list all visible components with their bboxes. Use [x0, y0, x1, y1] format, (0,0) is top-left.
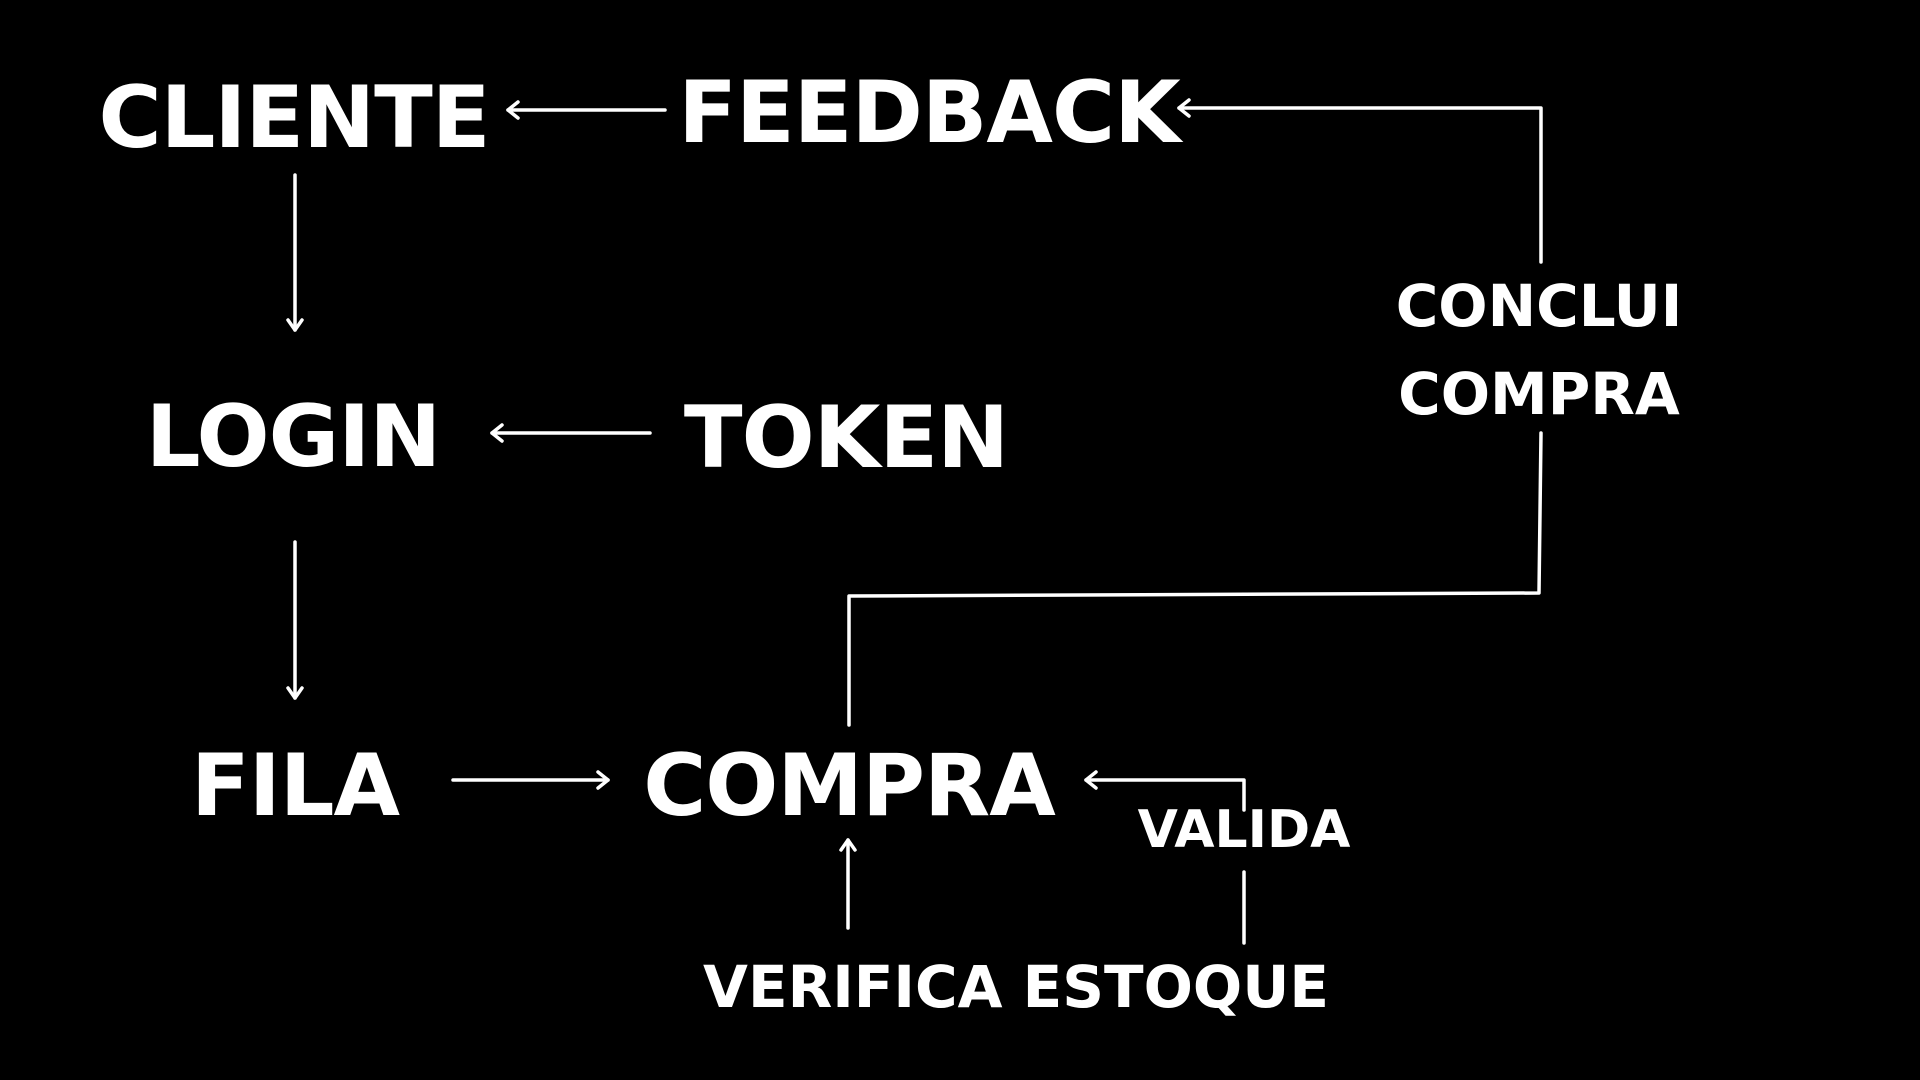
arrow-valida-to-compra	[1084, 770, 1246, 945]
node-cliente: CLIENTE	[98, 68, 490, 168]
node-login: LOGIN	[145, 387, 441, 487]
node-feedback: FEEDBACK	[678, 63, 1180, 163]
arrow-token-to-login	[490, 423, 652, 443]
node-conclui-compra: CONCLUI COMPRA	[1396, 262, 1683, 438]
arrow-login-to-fila	[286, 540, 304, 700]
arrow-cliente-to-login	[286, 173, 304, 332]
node-conclui-compra-line-2: COMPRA	[1398, 360, 1680, 428]
arrow-feedback-to-cliente	[506, 100, 667, 120]
node-conclui-compra-line-1: CONCLUI	[1395, 272, 1683, 340]
arrow-fila-to-compra	[451, 770, 610, 790]
node-compra: COMPRA	[643, 736, 1056, 836]
edge-label-valida: VALIDA	[1137, 800, 1351, 860]
arrow-conclui-compra-to-feedback	[1177, 98, 1543, 264]
node-token: TOKEN	[683, 388, 1009, 488]
node-verifica-estoque: VERIFICA ESTOQUE	[703, 953, 1329, 1021]
node-fila: FILA	[190, 736, 400, 836]
line-compra-to-conclui-compra	[847, 431, 1543, 727]
arrow-verifica-estoque-to-compra	[839, 838, 857, 930]
